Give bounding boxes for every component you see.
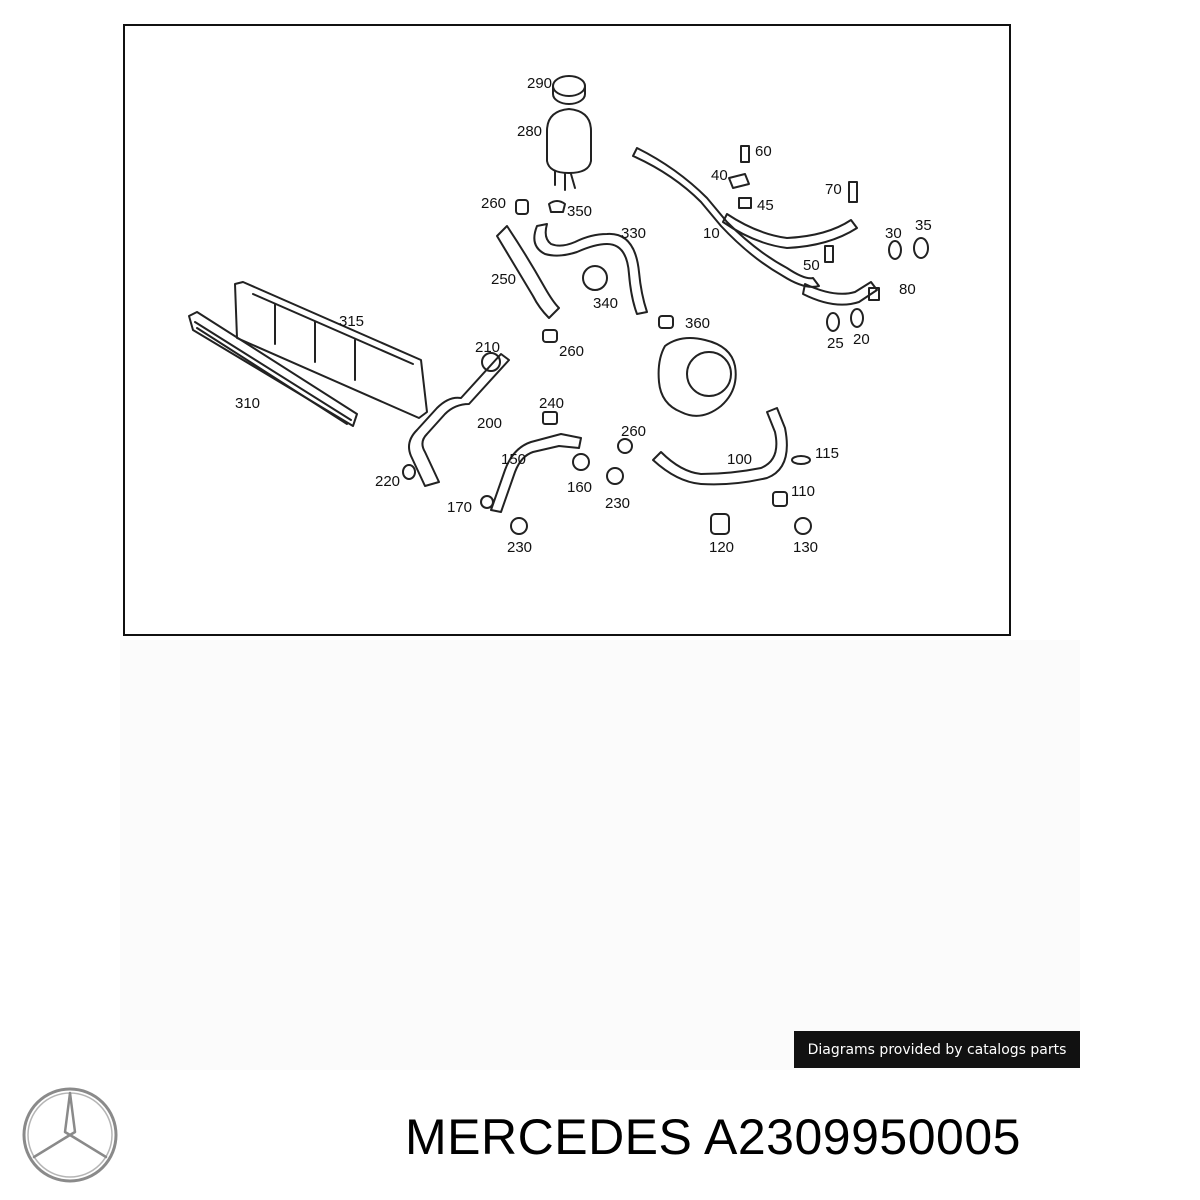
- bolt-50-shape: [824, 245, 834, 263]
- parts-diagram: 290 280 260 350 330 250 340 315 310 210 …: [123, 24, 1011, 636]
- callout-35: 35: [915, 217, 932, 234]
- callout-260: 260: [621, 423, 646, 440]
- callout-40: 40: [711, 167, 728, 184]
- part-title: MERCEDES A2309950005: [405, 1108, 1021, 1166]
- callout-25: 25: [827, 335, 844, 352]
- callout-260: 260: [559, 343, 584, 360]
- callout-20: 20: [853, 331, 870, 348]
- oring-35-shape: [913, 237, 929, 259]
- pipe-150-shape: [490, 433, 582, 513]
- callout-60: 60: [755, 143, 772, 160]
- pump-pulley-shape: [686, 351, 732, 397]
- callout-360: 360: [685, 315, 710, 332]
- oil-cooler-310-fins: [194, 321, 352, 425]
- callout-290: 290: [527, 75, 552, 92]
- parts-diagram-drawing: 290 280 260 350 330 250 340 315 310 210 …: [188, 75, 932, 556]
- callout-260: 260: [481, 195, 506, 212]
- callout-240: 240: [539, 395, 564, 412]
- hose-330-shape: [533, 223, 648, 315]
- fitting-360-shape: [658, 315, 674, 329]
- clamp-260a-shape: [515, 199, 529, 215]
- hose-250-shape: [496, 225, 560, 319]
- plug-210-shape: [481, 352, 501, 372]
- pipe-200-shape: [408, 353, 510, 487]
- callout-280: 280: [517, 123, 542, 140]
- clamp-260b-shape: [542, 329, 558, 343]
- callout-220: 220: [375, 473, 400, 490]
- bolt-230b-shape: [510, 517, 528, 535]
- callout-70: 70: [825, 181, 842, 198]
- part-number: A2309950005: [704, 1109, 1021, 1165]
- reservoir-shape: [546, 108, 592, 174]
- callout-210: 210: [475, 339, 500, 356]
- callout-250: 250: [491, 271, 516, 288]
- callout-230: 230: [507, 539, 532, 556]
- pressure-line-10-shape: [632, 147, 820, 288]
- bolt-80-shape: [868, 287, 880, 301]
- callout-30: 30: [885, 225, 902, 242]
- hose-100-shape: [652, 407, 788, 486]
- callout-340: 340: [593, 295, 618, 312]
- callout-230: 230: [605, 495, 630, 512]
- oring-30-shape: [888, 240, 902, 260]
- reservoir-spout: [554, 170, 576, 191]
- callout-130: 130: [793, 539, 818, 556]
- pressure-line-10-upper: [722, 213, 858, 249]
- callout-labels: 290 280 260 350 330 250 340 315 310 210 …: [235, 75, 932, 556]
- fitting-170-shape: [480, 495, 494, 509]
- callout-120: 120: [709, 539, 734, 556]
- callout-315: 315: [339, 313, 364, 330]
- diagram-credit-badge: Diagrams provided by catalogs parts: [794, 1031, 1080, 1068]
- callout-115: 115: [815, 445, 839, 462]
- callout-160: 160: [567, 479, 592, 496]
- reservoir-cap-shape: [552, 75, 586, 97]
- oring-20-shape: [850, 308, 864, 328]
- bolt-70-shape: [848, 181, 858, 203]
- callout-150: 150: [501, 451, 526, 468]
- diagram-backdrop: [120, 640, 1080, 1070]
- clamp-110-shape: [772, 491, 788, 507]
- reservoir-cap-rim: [552, 85, 586, 105]
- pressure-line-10-lower: [802, 281, 878, 306]
- sleeve-120-shape: [710, 513, 730, 535]
- callout-310: 310: [235, 395, 260, 412]
- callout-330: 330: [621, 225, 646, 242]
- callout-10: 10: [703, 225, 720, 242]
- clip-240-shape: [542, 411, 558, 425]
- callout-110: 110: [791, 483, 815, 500]
- oring-220-shape: [402, 464, 416, 480]
- fitting-230a-shape: [606, 467, 624, 485]
- mercedes-star-icon: [20, 1085, 120, 1185]
- oring-25-shape: [826, 312, 840, 332]
- callout-80: 80: [899, 281, 916, 298]
- callout-170: 170: [447, 499, 472, 516]
- fitting-160-shape: [572, 453, 590, 471]
- oring-115-shape: [791, 455, 811, 465]
- bolt-130-shape: [794, 517, 812, 535]
- part-340-shape: [582, 265, 608, 291]
- callout-100: 100: [727, 451, 752, 468]
- clip-40-shape: [728, 173, 750, 189]
- bolt-60-shape: [740, 145, 750, 163]
- clamp-260c-shape: [617, 438, 633, 454]
- clip-45-shape: [738, 197, 752, 209]
- brand-name: MERCEDES: [405, 1109, 693, 1165]
- grommet-350-shape: [548, 200, 566, 213]
- callout-45: 45: [757, 197, 774, 214]
- oil-cooler-310-shape: [188, 311, 358, 427]
- power-steering-pump-shape: [657, 337, 737, 417]
- callout-200: 200: [477, 415, 502, 432]
- cooler-bracket-315-inner: [252, 293, 414, 381]
- callout-350: 350: [567, 203, 592, 220]
- callout-50: 50: [803, 257, 820, 274]
